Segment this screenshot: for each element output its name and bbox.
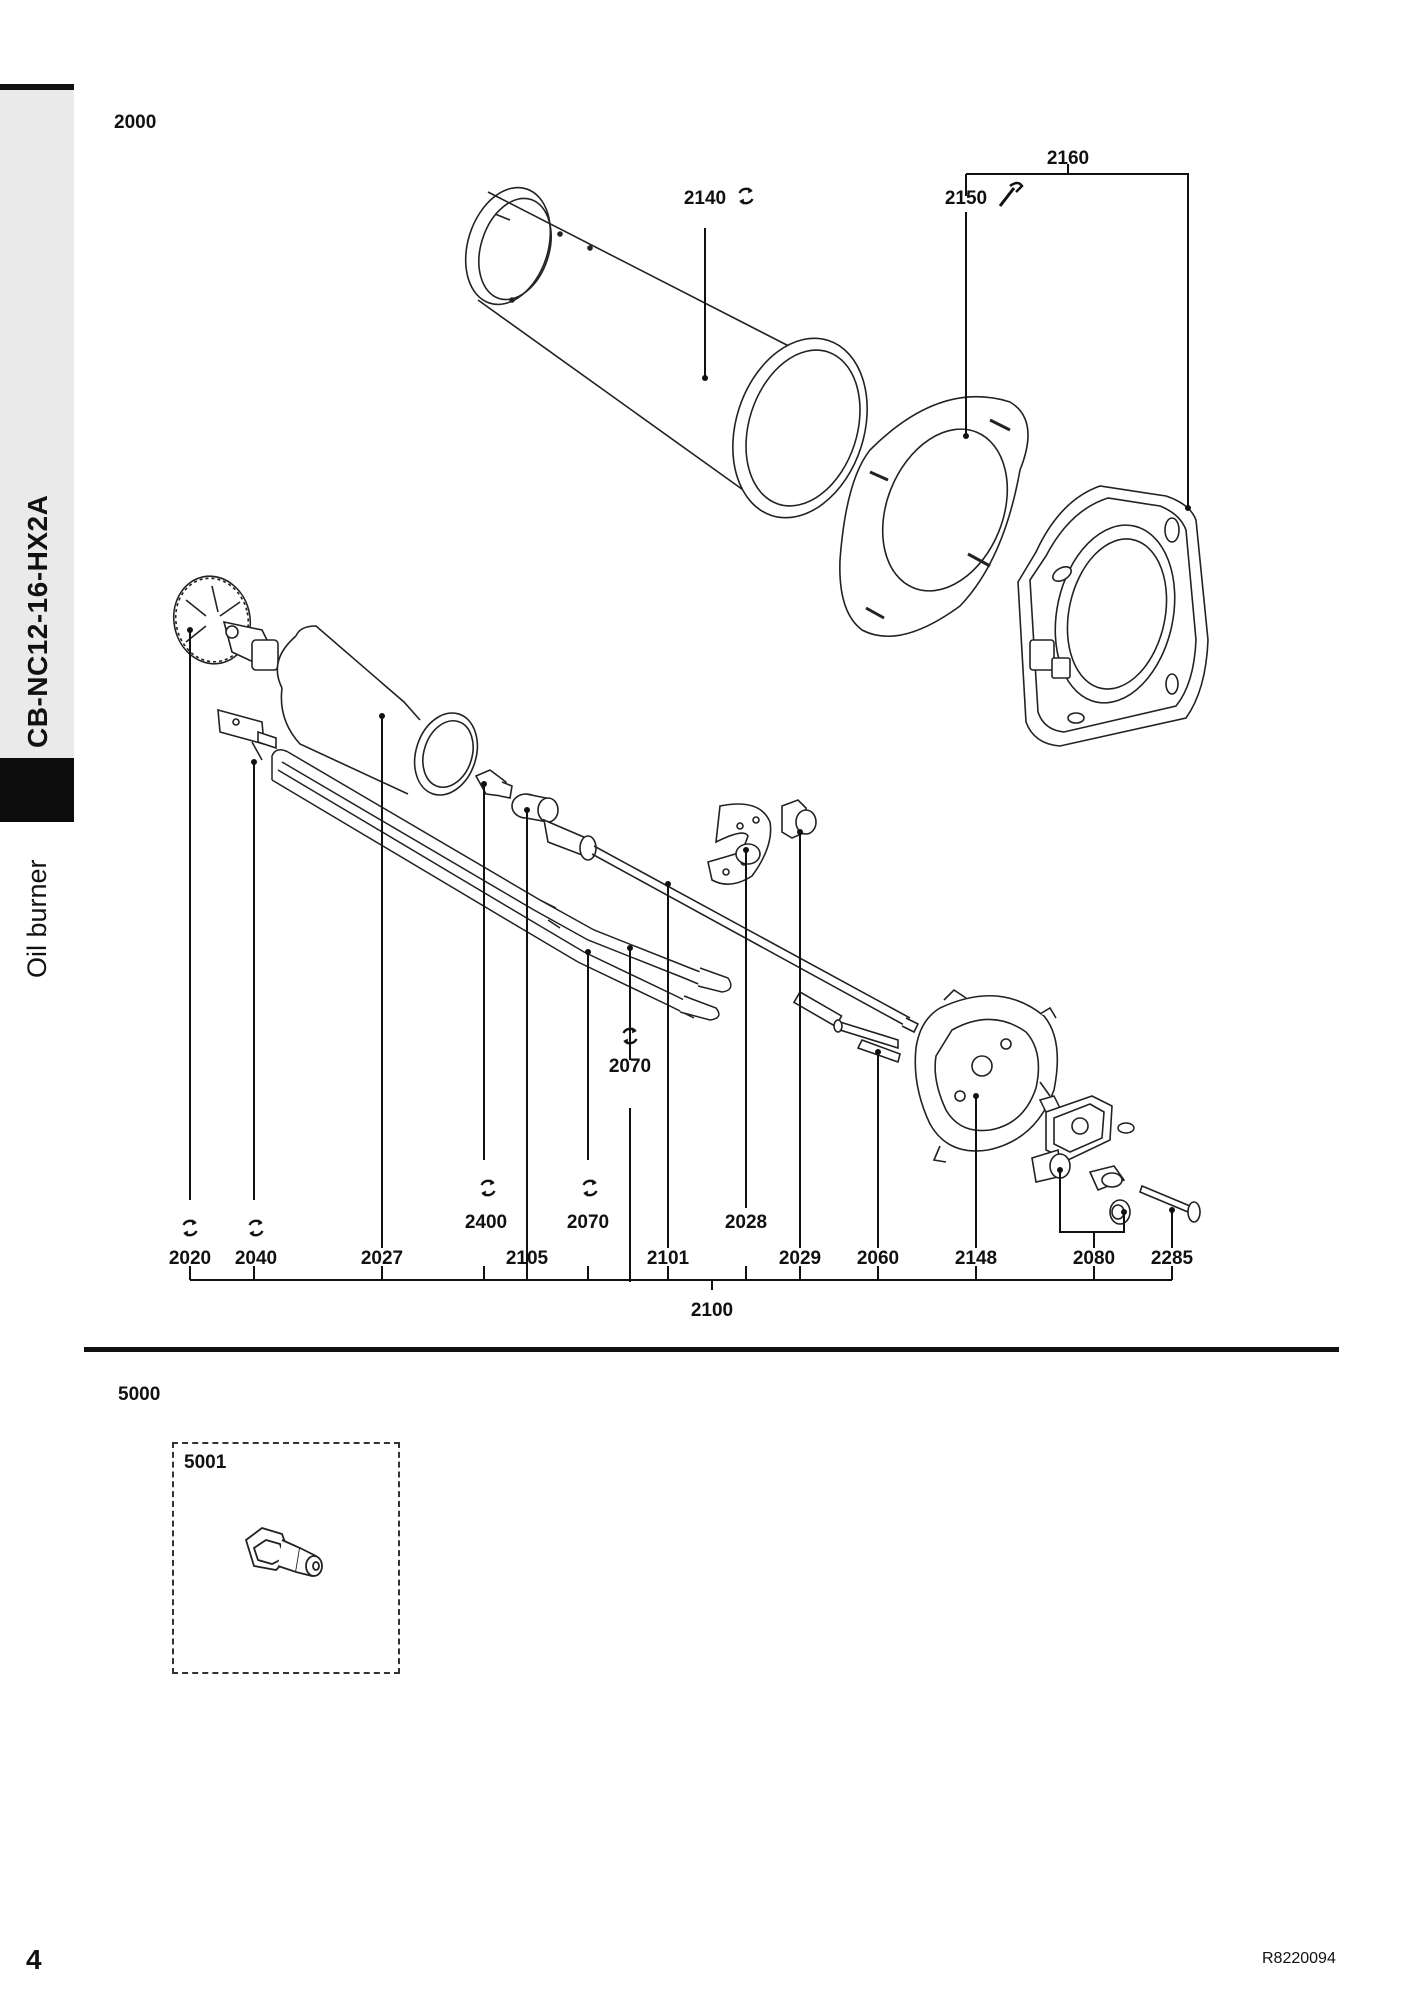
page-number: 4 [26,1944,42,1975]
replace-cycle-icon [181,1218,199,1238]
flange-gasket-part [839,395,1029,637]
nozzle-tube-part [542,818,920,1034]
callout-2150: 2150 [945,188,987,209]
replace-cycle-icon [480,1178,496,1198]
stabilizer-disc-part [707,803,772,885]
inspection-cover-part [1031,1095,1131,1225]
callout-2060: 2060 [857,1248,899,1269]
callout-2285: 2285 [1151,1248,1194,1269]
item-label-5001: 5001 [184,1452,227,1473]
section-divider [84,1347,1339,1352]
small-fittings-part [1038,1095,1135,1134]
callout-2148: 2148 [955,1248,997,1269]
callout-2020: 2020 [169,1248,211,1269]
callout-2101: 2101 [647,1248,690,1269]
ignition-cables-part [271,749,732,1021]
callout-2140: 2140 [684,188,726,209]
callout-2040: 2040 [235,1248,277,1269]
callout-2027: 2027 [361,1248,403,1269]
document-code: R8220094 [1262,1950,1336,1967]
blast-tube-part [276,625,479,796]
clamp-part [781,799,817,839]
section-label-5000: 5000 [118,1384,161,1405]
flame-tube-part [464,186,868,519]
callout-2100: 2100 [691,1300,733,1321]
spare-part-box-5001: 5001 [172,1442,400,1674]
callout-2080: 2080 [1073,1248,1115,1269]
electrode-bracket-part [217,708,277,761]
callout-2160: 2160 [1047,148,1089,169]
burner-cover-part [914,988,1059,1163]
turbulator-disc-part [172,575,279,671]
screw-part [1139,1184,1201,1223]
callout-2070-upper: 2070 [609,1056,651,1077]
replace-cycle-icon [738,186,754,206]
section-label-2000: 2000 [114,112,157,133]
replace-cycle-icon [247,1218,264,1238]
callout-2028: 2028 [725,1212,767,1233]
leader-lines [189,164,1189,1290]
sidebar-model-band [0,90,74,758]
bushing-part [511,793,559,823]
callout-2400: 2400 [465,1212,507,1233]
callout-2105: 2105 [506,1248,549,1269]
sidebar-marker-block [0,758,74,822]
mounting-flange-part [1017,485,1209,747]
nozzle-5001-part [244,1527,323,1578]
sidebar-top-rule [0,84,74,90]
callout-2070-lower: 2070 [567,1212,609,1233]
replace-cycle-icon [582,1178,598,1198]
leader-dots [187,375,1191,1215]
electrode-part [833,1019,901,1064]
wrench-icon [998,181,1024,207]
callout-2029: 2029 [779,1248,821,1269]
